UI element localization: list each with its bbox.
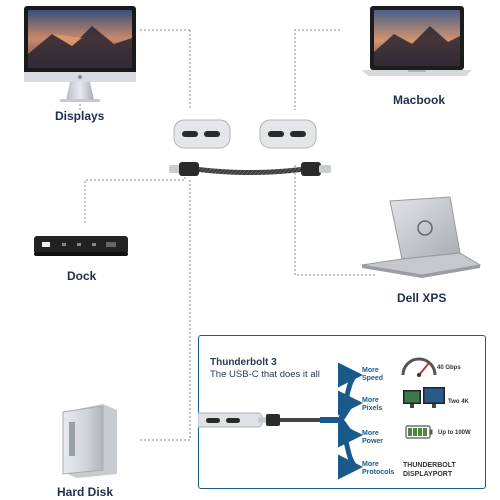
feature-label-speed: More Speed [362,367,383,383]
feature-stat-pixels: Two 4K [448,399,469,405]
imac-display-image [22,4,142,104]
thunderbolt-cable-image [165,155,335,185]
dell-xps-image [362,195,482,285]
feature-stat-speed: 40 Gbps [437,365,461,371]
dual-monitor-icon [403,387,445,408]
feature-stat-power: Up to 100W [438,430,471,436]
hard-disk-image [55,400,125,480]
usb-c-ports-right-image [258,118,318,150]
label-hard-disk: Hard Disk [57,485,113,499]
label-dock: Dock [67,269,96,283]
feature-label-power: More Power [362,430,383,446]
label-macbook: Macbook [393,93,445,107]
battery-icon [406,426,433,438]
dock-image [32,232,132,262]
feature-stat-protocols: THUNDERBOLT DISPLAYPORT [403,462,456,479]
macbook-image [362,4,472,89]
label-displays: Displays [55,109,104,123]
feature-label-pixels: More Pixels [362,397,382,413]
usb-c-ports-left-image [172,118,232,150]
label-dell-xps: Dell XPS [397,291,446,305]
feature-label-protocols: More Protocols [362,461,394,477]
speedometer-icon [403,359,435,377]
